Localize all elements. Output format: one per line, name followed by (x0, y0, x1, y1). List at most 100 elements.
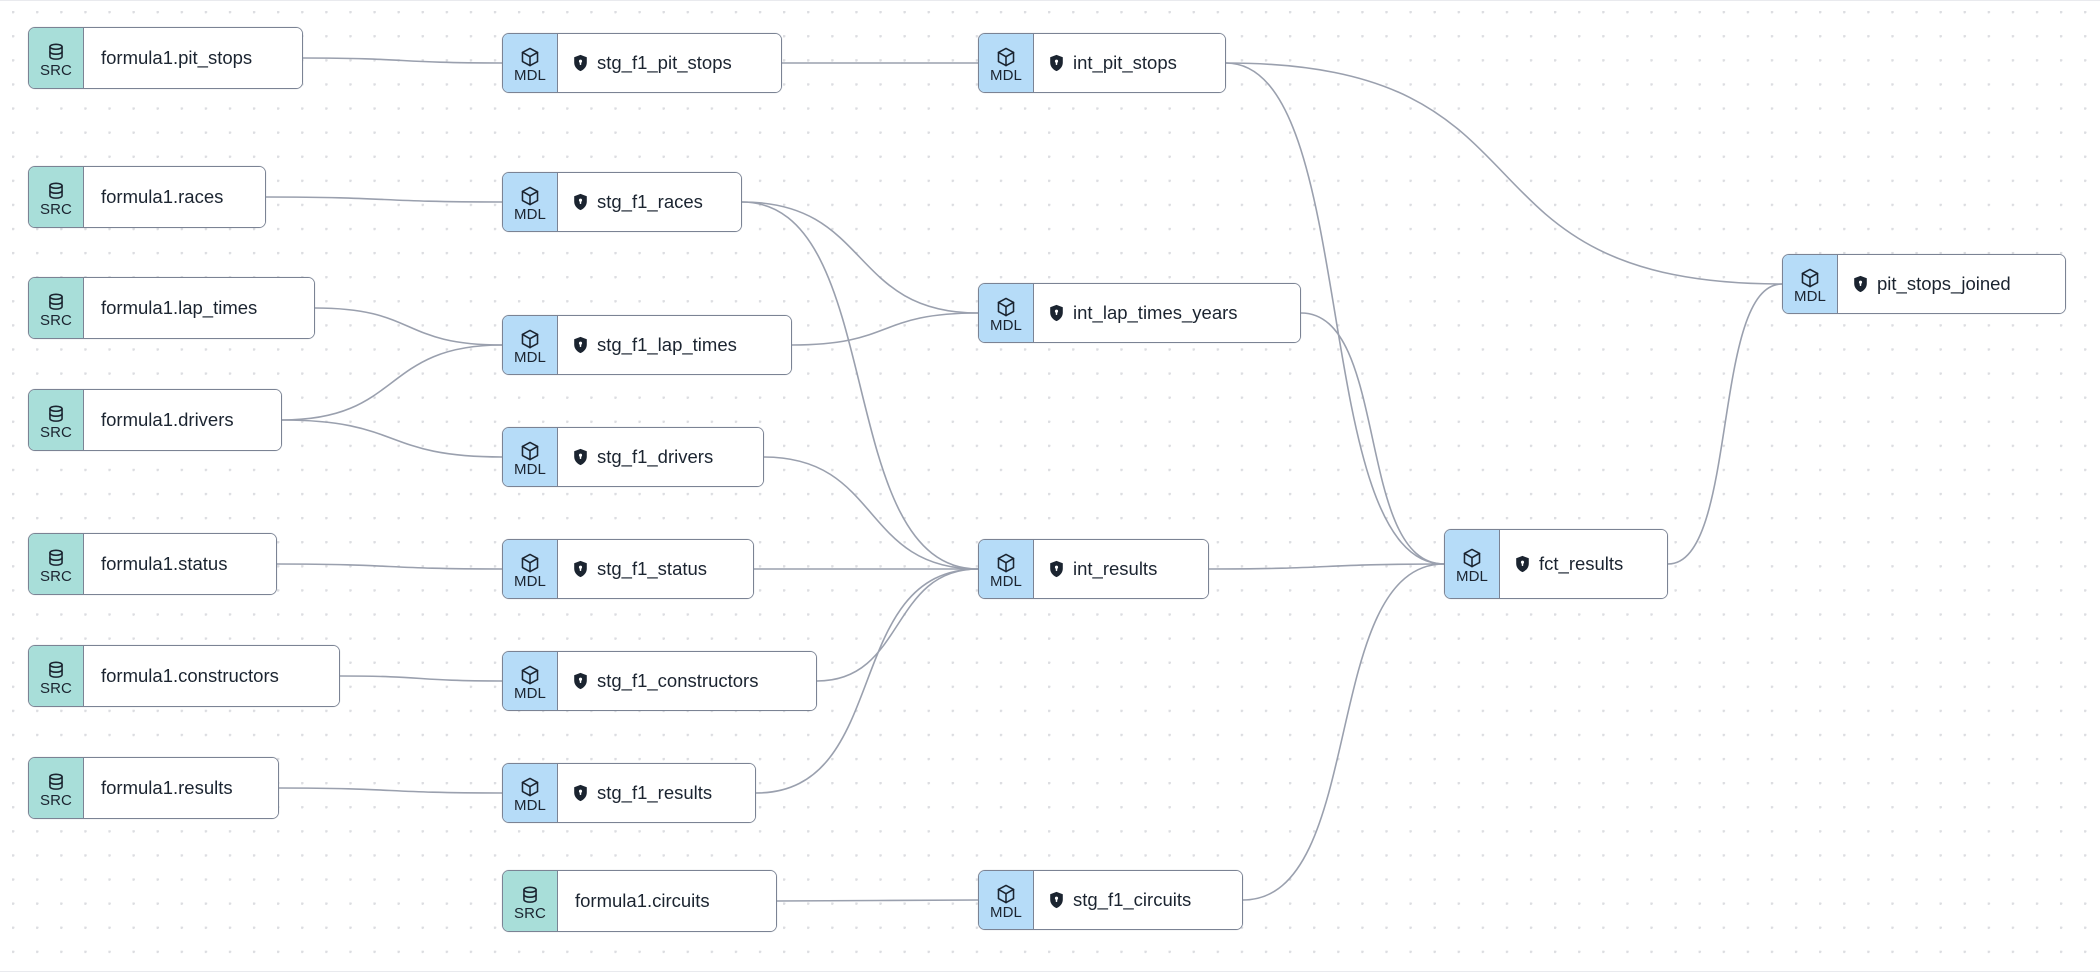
node-kind-label: MDL (990, 316, 1022, 334)
node-body: int_lap_times_years (1034, 284, 1300, 342)
node-body: formula1.constructors (84, 646, 339, 706)
node-fct_results[interactable]: MDL fct_results (1444, 529, 1668, 599)
node-kind-label: MDL (1456, 567, 1488, 585)
node-body: formula1.pit_stops (84, 28, 302, 88)
edge-src_races-to-stg_races (265, 196, 503, 203)
node-src_results[interactable]: SRC formula1.results (28, 757, 279, 819)
node-body: int_results (1034, 540, 1208, 598)
cube-icon (518, 776, 542, 798)
node-kind-badge-mdl: MDL (503, 540, 558, 598)
node-kind-label: MDL (1794, 287, 1826, 305)
node-kind-badge-mdl: MDL (1445, 530, 1500, 598)
edge-int_lap_times_years-to-fct_results (1300, 312, 1445, 565)
node-label: stg_f1_constructors (597, 669, 759, 691)
node-src_drivers[interactable]: SRC formula1.drivers (28, 389, 282, 451)
node-kind-badge-mdl: MDL (979, 871, 1034, 929)
node-body: stg_f1_pit_stops (558, 34, 781, 92)
node-label: formula1.constructors (101, 664, 279, 686)
node-kind-label: MDL (514, 460, 546, 478)
cube-icon (518, 46, 542, 68)
node-kind-badge-mdl: MDL (503, 173, 558, 231)
edge-stg_drivers-to-int_results (763, 456, 979, 570)
node-kind-label: SRC (40, 200, 72, 218)
database-icon (518, 884, 542, 906)
node-stg_constructors[interactable]: MDL stg_f1_constructors (502, 651, 817, 711)
node-kind-label: SRC (40, 61, 72, 79)
node-body: pit_stops_joined (1838, 255, 2065, 313)
node-body: int_pit_stops (1034, 34, 1225, 92)
node-kind-badge-mdl: MDL (503, 316, 558, 374)
shield-lock-icon (1049, 304, 1064, 322)
edge-fct_results-to-pit_stops_joined (1667, 283, 1783, 565)
node-kind-label: MDL (990, 903, 1022, 921)
shield-lock-icon (573, 672, 588, 690)
edge-src_results-to-stg_results (278, 787, 503, 794)
node-src_constructors[interactable]: SRC formula1.constructors (28, 645, 340, 707)
node-body: formula1.circuits (558, 871, 776, 931)
node-kind-badge-mdl: MDL (503, 34, 558, 92)
shield-lock-icon (573, 560, 588, 578)
node-kind-badge-src: SRC (29, 390, 84, 450)
node-src_races[interactable]: SRC formula1.races (28, 166, 266, 228)
node-int_lap_times_years[interactable]: MDL int_lap_times_years (978, 283, 1301, 343)
cube-icon (1798, 267, 1822, 289)
node-kind-badge-src: SRC (29, 167, 84, 227)
node-kind-label: SRC (40, 679, 72, 697)
node-body: stg_f1_circuits (1034, 871, 1242, 929)
cube-icon (994, 552, 1018, 574)
node-src_lap_times[interactable]: SRC formula1.lap_times (28, 277, 315, 339)
node-label: formula1.races (101, 185, 224, 207)
node-body: stg_f1_races (558, 173, 741, 231)
database-icon (44, 41, 68, 63)
node-body: stg_f1_status (558, 540, 753, 598)
node-kind-badge-src: SRC (29, 534, 84, 594)
cube-icon (518, 664, 542, 686)
node-label: fct_results (1539, 552, 1624, 574)
shield-lock-icon (573, 448, 588, 466)
database-icon (44, 403, 68, 425)
node-kind-label: MDL (514, 684, 546, 702)
node-kind-badge-mdl: MDL (503, 764, 558, 822)
node-label: formula1.lap_times (101, 296, 258, 318)
node-kind-badge-src: SRC (29, 28, 84, 88)
edge-src_lap_times-to-stg_lap_times (314, 307, 503, 346)
database-icon (44, 180, 68, 202)
node-kind-badge-mdl: MDL (503, 428, 558, 486)
cube-icon (518, 185, 542, 207)
node-stg_lap_times[interactable]: MDL stg_f1_lap_times (502, 315, 792, 375)
node-kind-badge-src: SRC (29, 278, 84, 338)
node-src_pit_stops[interactable]: SRC formula1.pit_stops (28, 27, 303, 89)
cube-icon (1460, 547, 1484, 569)
node-body: formula1.results (84, 758, 278, 818)
node-body: fct_results (1500, 530, 1667, 598)
node-label: formula1.results (101, 776, 233, 798)
node-stg_circuits[interactable]: MDL stg_f1_circuits (978, 870, 1243, 930)
node-kind-label: MDL (514, 348, 546, 366)
cube-icon (518, 328, 542, 350)
node-pit_stops_joined[interactable]: MDL pit_stops_joined (1782, 254, 2066, 314)
edge-int_pit_stops-to-pit_stops_joined (1225, 62, 1783, 285)
node-body: formula1.drivers (84, 390, 281, 450)
cube-icon (994, 883, 1018, 905)
node-kind-label: SRC (40, 423, 72, 441)
node-kind-badge-mdl: MDL (979, 284, 1034, 342)
node-body: stg_f1_lap_times (558, 316, 791, 374)
shield-lock-icon (573, 193, 588, 211)
node-label: formula1.pit_stops (101, 46, 253, 68)
node-label: int_lap_times_years (1073, 301, 1238, 323)
node-kind-label: SRC (40, 791, 72, 809)
node-label: stg_f1_circuits (1073, 888, 1192, 910)
node-label: formula1.circuits (575, 889, 710, 911)
node-label: pit_stops_joined (1877, 272, 2011, 294)
edge-stg_races-to-int_results (741, 201, 979, 570)
